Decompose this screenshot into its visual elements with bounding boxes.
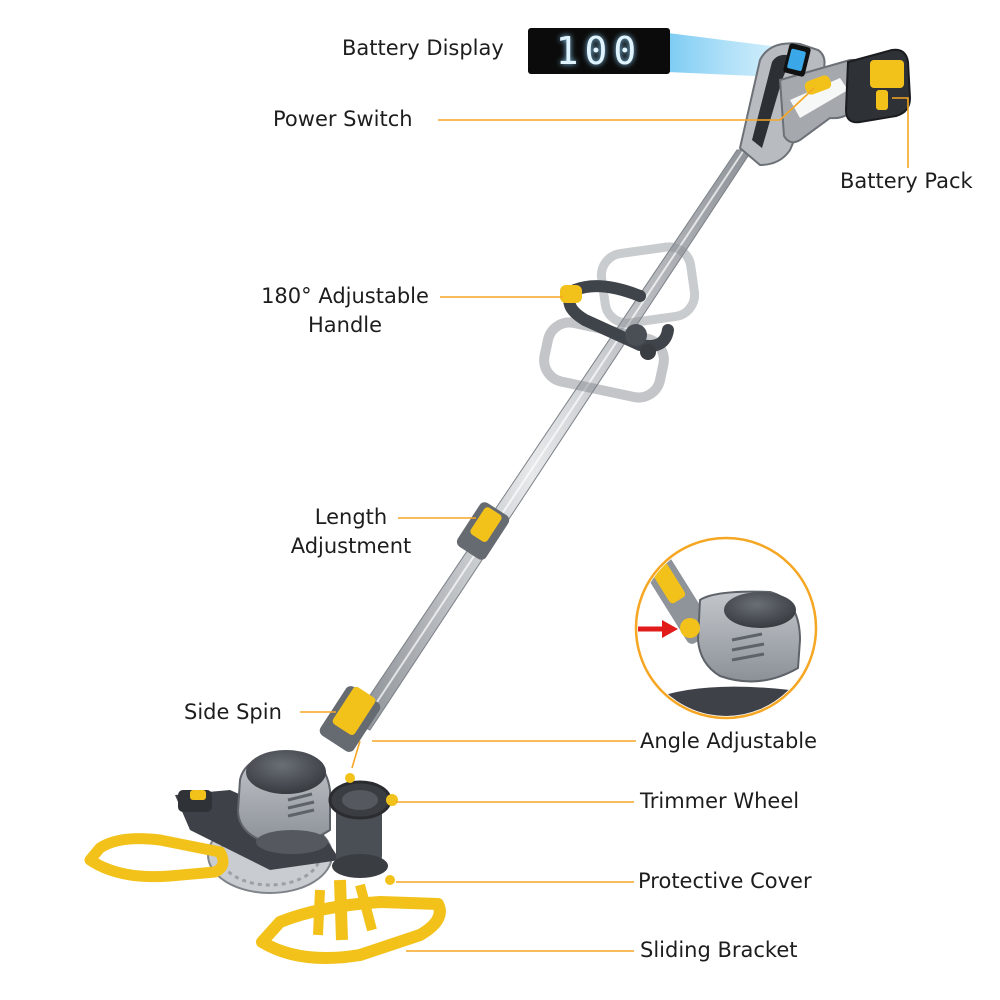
label-side-spin: Side Spin — [184, 700, 282, 724]
mini-display — [783, 43, 811, 77]
label-length-adjustment: Length Adjustment — [276, 503, 426, 561]
label-trimmer-wheel: Trimmer Wheel — [640, 789, 800, 813]
battery-display-readout: 100 — [528, 28, 670, 74]
leader-battery-pack — [892, 97, 909, 168]
label-power-switch: Power Switch — [273, 107, 413, 131]
adjustable-handle — [560, 280, 674, 360]
side-spin-clamp — [319, 686, 381, 752]
label-battery-display: Battery Display — [342, 36, 504, 60]
label-battery-pack: Battery Pack — [840, 169, 973, 193]
display-value: 100 — [555, 29, 643, 73]
label-adjustable-handle: 180° Adjustable Handle — [250, 282, 440, 340]
label-adjustable-handle-line1: 180° Adjustable — [261, 284, 429, 308]
label-angle-adjustable: Angle Adjustable — [640, 729, 818, 753]
length-clamp — [456, 502, 510, 560]
battery-pack-shape — [844, 48, 912, 124]
label-length-line2: Adjustment — [290, 534, 412, 558]
label-sliding-bracket: Sliding Bracket — [640, 938, 798, 962]
trimmer-head — [175, 750, 398, 894]
leader-lines — [300, 87, 909, 952]
label-adjustable-handle-line2: Handle — [307, 313, 383, 337]
label-length-line1: Length — [314, 505, 388, 529]
angle-detail-inset — [634, 536, 818, 720]
label-protective-cover: Protective Cover — [638, 869, 812, 893]
sliding-bracket-shape — [84, 833, 446, 964]
